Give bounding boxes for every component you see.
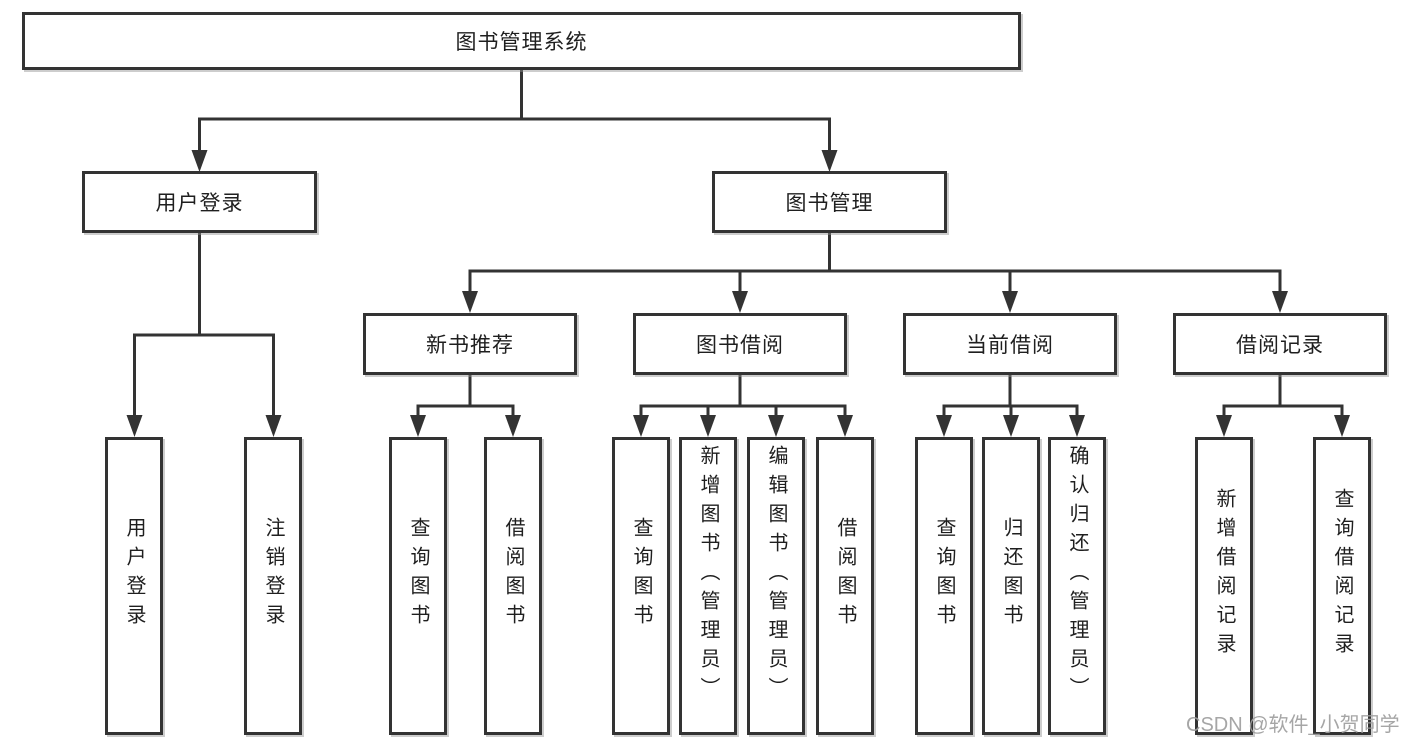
arrowhead-icon: [821, 150, 838, 172]
arrowhead-icon: [1216, 415, 1232, 437]
node-label: 当前借阅: [966, 334, 1054, 357]
connector-borrowing-records-children: [1216, 375, 1350, 437]
leaf-query-borrow-record: 查询借阅记录: [1313, 437, 1371, 735]
arrowhead-icon: [191, 150, 208, 172]
leaf-borrow-books-recommend: 借阅图书: [484, 437, 542, 735]
arrowhead-icon: [1334, 415, 1350, 437]
connector-line: [639, 375, 847, 417]
node-book-management: 图书管理: [712, 171, 947, 233]
node-label: 查询借阅记录: [1331, 488, 1353, 662]
arrowhead-icon: [633, 415, 649, 437]
node-label: 新增借阅记录: [1213, 488, 1235, 662]
node-borrowing-records: 借阅记录: [1173, 313, 1387, 375]
node-label: 图书管理: [785, 192, 874, 215]
node-book-borrowing: 图书借阅: [633, 313, 847, 375]
connector-line: [416, 375, 515, 417]
node-label: 归还图书: [1000, 517, 1022, 633]
node-label: 用户登录: [123, 517, 145, 633]
node-new-book-recommendation: 新书推荐: [363, 313, 577, 375]
connector-line: [468, 233, 1282, 293]
arrowhead-icon: [936, 415, 952, 437]
leaf-borrow-books-borrowing: 借阅图书: [816, 437, 874, 735]
connector-user-login-children: [126, 233, 282, 437]
connector-line: [942, 375, 1079, 417]
arrowhead-icon: [1002, 291, 1018, 313]
connector-book-management-children: [462, 233, 1288, 313]
node-label: 用户登录: [155, 192, 244, 215]
connector-new-book-recommendation-children: [410, 375, 521, 437]
node-library-management-system: 图书管理系统: [22, 12, 1021, 70]
node-current-borrowing: 当前借阅: [903, 313, 1117, 375]
arrowhead-icon: [1272, 291, 1288, 313]
node-label: 图书借阅: [696, 334, 784, 357]
node-label: 借阅记录: [1236, 334, 1324, 357]
connector-line: [1222, 375, 1344, 417]
node-label: 图书管理系统: [455, 31, 588, 54]
node-label: 注销登录: [262, 517, 284, 633]
leaf-edit-book-admin: 编辑图书（管理员）: [747, 437, 805, 735]
leaf-logout: 注销登录: [244, 437, 302, 735]
node-label: 查询图书: [630, 517, 652, 633]
node-label: 查询图书: [933, 517, 955, 633]
connector-current-borrowing-children: [936, 375, 1085, 437]
node-label: 新书推荐: [426, 334, 514, 357]
node-label: 借阅图书: [502, 517, 524, 633]
arrowhead-icon: [505, 415, 521, 437]
node-label: 借阅图书: [834, 517, 856, 633]
leaf-query-books-current: 查询图书: [915, 437, 973, 735]
node-label: 查询图书: [407, 517, 429, 633]
node-label: 新增图书（管理员）: [697, 444, 719, 706]
leaf-return-book: 归还图书: [982, 437, 1040, 735]
connector-root-to-level2: [191, 70, 838, 172]
arrowhead-icon: [732, 291, 748, 313]
arrowhead-icon: [1069, 415, 1085, 437]
arrowhead-icon: [700, 415, 716, 437]
arrowhead-icon: [462, 291, 478, 313]
csdn-watermark: CSDN @软件_小贺同学: [1186, 714, 1400, 736]
arrowhead-icon: [837, 415, 853, 437]
node-label: 确认归还（管理员）: [1066, 444, 1088, 706]
leaf-confirm-return-admin: 确认归还（管理员）: [1048, 437, 1106, 735]
arrowhead-icon: [126, 415, 143, 437]
connector-line: [133, 233, 275, 417]
leaf-add-book-admin: 新增图书（管理员）: [679, 437, 737, 735]
leaf-query-books-borrowing: 查询图书: [612, 437, 670, 735]
arrowhead-icon: [410, 415, 426, 437]
leaf-user-login: 用户登录: [105, 437, 163, 735]
arrowhead-icon: [265, 415, 282, 437]
node-label: 编辑图书（管理员）: [765, 444, 787, 706]
arrowhead-icon: [1003, 415, 1019, 437]
leaf-query-books-recommend: 查询图书: [389, 437, 447, 735]
arrowhead-icon: [768, 415, 784, 437]
connector-line: [198, 70, 831, 152]
connector-book-borrowing-children: [633, 375, 853, 437]
leaf-add-borrow-record: 新增借阅记录: [1195, 437, 1253, 735]
node-user-login: 用户登录: [82, 171, 317, 233]
